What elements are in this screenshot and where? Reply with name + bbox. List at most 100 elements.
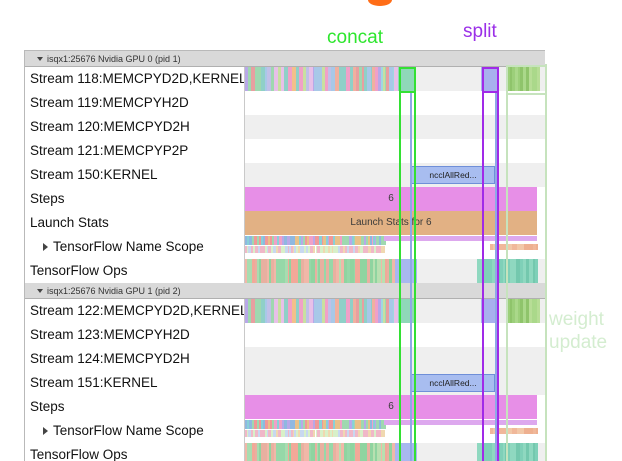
trace-segment[interactable] [264, 429, 267, 437]
trace-segment[interactable] [276, 245, 279, 253]
trace-segment[interactable] [330, 429, 332, 437]
trace-segment[interactable] [527, 427, 532, 434]
trace-segment[interactable] [255, 298, 258, 323]
trace-segment[interactable] [333, 419, 335, 429]
trace-segment[interactable] [269, 419, 273, 429]
trace-segment[interactable] [366, 419, 369, 429]
trace-segment[interactable] [328, 298, 332, 323]
trace-segment[interactable] [309, 235, 311, 245]
trace-segment[interactable] [252, 245, 256, 253]
trace-segment[interactable] [512, 243, 517, 250]
trace-segment[interactable] [389, 298, 393, 323]
trace-segment[interactable] [268, 429, 272, 437]
trace-segment[interactable] [312, 235, 315, 245]
trace-segment[interactable] [246, 245, 249, 253]
trace-segment[interactable] [522, 66, 527, 91]
trace-segment[interactable] [332, 258, 337, 283]
group-header-0[interactable]: isqx1:25676 Nvidia GPU 0 (pid 1) [25, 51, 545, 67]
trace-segment[interactable] [336, 442, 340, 461]
trace-segment[interactable] [349, 419, 353, 429]
trace-segment[interactable] [252, 258, 256, 283]
trace-segment[interactable] [248, 245, 252, 253]
trace-segment[interactable] [370, 419, 372, 429]
trace-segment[interactable] [525, 442, 530, 461]
trace-segment[interactable] [372, 258, 376, 283]
trace-segment[interactable] [246, 235, 249, 245]
trace-segment[interactable] [513, 258, 516, 283]
trace-segment[interactable] [312, 429, 316, 437]
trace-segment[interactable] [536, 298, 540, 323]
trace-segment[interactable] [344, 66, 346, 91]
trace-segment[interactable] [533, 427, 536, 434]
row-label[interactable]: Stream 118:MEMCPYD2D,KERNEL,ME [25, 66, 245, 91]
trace-segment[interactable] [274, 258, 276, 283]
trace-segment[interactable] [264, 442, 267, 461]
trace-segment[interactable] [295, 66, 299, 91]
trace-segment[interactable] [260, 66, 265, 91]
trace-segment[interactable] [301, 245, 305, 253]
trace-segment[interactable] [515, 258, 520, 283]
trace-segment[interactable] [361, 66, 364, 91]
trace-segment[interactable] [345, 66, 351, 91]
trace-segment[interactable] [379, 429, 381, 437]
trace-segment[interactable] [379, 235, 381, 245]
trace-segment[interactable] [325, 298, 329, 323]
trace-segment[interactable] [325, 235, 328, 245]
trace-segment[interactable] [255, 245, 259, 253]
trace-segment[interactable] [291, 258, 295, 283]
trace-segment[interactable] [259, 258, 262, 283]
trace-segment[interactable] [398, 66, 415, 91]
trace-segment[interactable] [316, 258, 319, 283]
trace-segment[interactable] [379, 419, 381, 429]
trace-segment[interactable] [347, 419, 350, 429]
trace-segment[interactable] [277, 442, 280, 461]
timeline-row[interactable]: Stream 124:MEMCPYD2H [25, 346, 545, 371]
trace-segment[interactable] [308, 442, 312, 461]
trace-segment[interactable] [384, 442, 388, 461]
trace-segment[interactable] [371, 419, 374, 429]
trace-segment[interactable] [245, 419, 247, 429]
trace-segment[interactable] [257, 298, 261, 323]
trace-segment[interactable] [375, 245, 379, 253]
trace-segment[interactable] [261, 442, 265, 461]
trace-segment[interactable] [382, 245, 386, 253]
trace-segment[interactable] [358, 258, 360, 283]
trace-segment[interactable] [363, 419, 367, 429]
trace-segment[interactable] [355, 245, 359, 253]
trace-segment[interactable] [314, 235, 318, 245]
trace-segment[interactable] [479, 442, 485, 461]
trace-segment[interactable] [533, 243, 536, 250]
trace-segment[interactable] [246, 442, 250, 461]
trace-segment[interactable] [245, 429, 247, 437]
trace-segment[interactable] [312, 66, 315, 91]
trace-segment[interactable] [499, 442, 503, 461]
trace-segment[interactable] [376, 419, 379, 429]
trace-segment[interactable] [289, 235, 293, 245]
row-label[interactable]: TensorFlow Ops [25, 258, 245, 283]
trace-segment[interactable] [510, 66, 513, 91]
trace-segment[interactable] [256, 258, 260, 283]
trace-segment[interactable] [278, 429, 281, 437]
timeline-panel[interactable]: isqx1:25676 Nvidia GPU 0 (pid 1)Stream 1… [24, 50, 545, 461]
trace-segment[interactable] [320, 442, 324, 461]
trace-segment[interactable] [294, 258, 296, 283]
trace-segment[interactable] [277, 258, 280, 283]
track-nccl[interactable]: ncclAllRed... [245, 370, 545, 395]
trace-segment[interactable] [295, 235, 298, 245]
trace-segment[interactable] [278, 419, 281, 429]
trace-segment[interactable] [344, 298, 346, 323]
trace-segment[interactable] [317, 419, 320, 429]
trace-segment[interactable] [331, 245, 334, 253]
trace-segment[interactable] [351, 258, 354, 283]
trace-segment[interactable] [348, 245, 352, 253]
trace-segment[interactable] [295, 245, 298, 253]
trace-segment[interactable] [355, 442, 359, 461]
trace-segment[interactable] [261, 258, 265, 283]
trace-segment[interactable] [325, 429, 329, 437]
trace-segment[interactable] [339, 258, 341, 283]
trace-segment[interactable] [317, 429, 320, 437]
trace-segment[interactable] [356, 298, 359, 323]
trace-segment[interactable] [270, 298, 274, 323]
trace-segment[interactable] [504, 258, 508, 283]
